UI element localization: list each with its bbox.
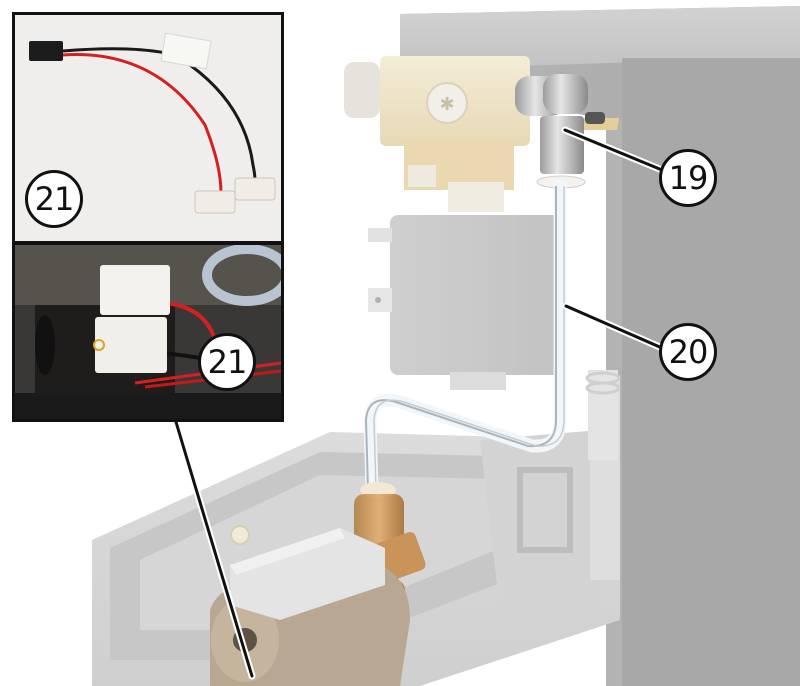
leader-lines <box>172 126 666 680</box>
glass-tube <box>363 179 567 497</box>
inset-installed-photo: 21 <box>12 242 284 422</box>
elbow-fitting <box>515 74 605 189</box>
callout-19-elbow-fitting: 19 <box>659 149 717 207</box>
callout-21-installed: 21 <box>198 333 256 391</box>
spring <box>585 370 621 460</box>
molex-connector-icon <box>29 41 63 61</box>
solenoid-coil <box>368 215 560 390</box>
inset-harness-photo: 21 <box>12 12 284 244</box>
valve-body: ✱ <box>344 56 620 212</box>
installed-connectors-image <box>15 245 281 419</box>
callout-20-glass-tube: 20 <box>659 323 717 381</box>
callout-21-harness: 21 <box>25 170 83 228</box>
pump <box>210 482 426 686</box>
svg-text:✱: ✱ <box>439 94 454 115</box>
